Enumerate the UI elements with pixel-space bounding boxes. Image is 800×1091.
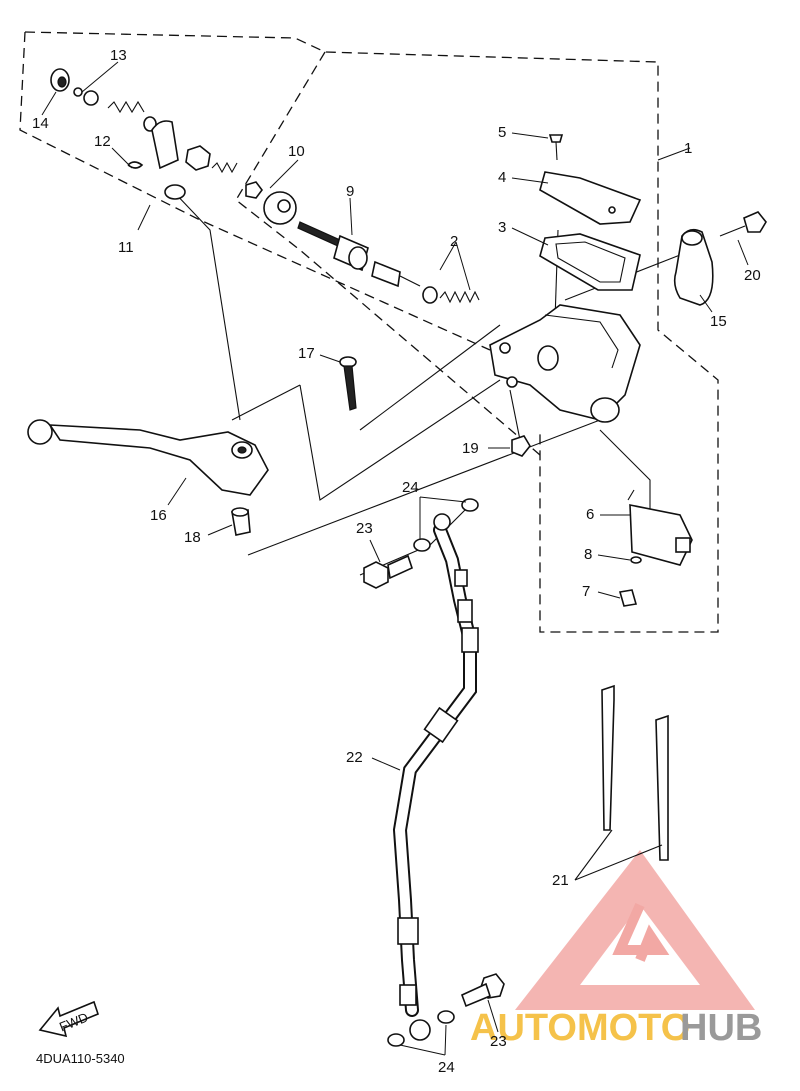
part-17-bolt — [339, 356, 357, 411]
part-24-washers — [387, 498, 479, 1047]
watermark-text-b: HUB — [680, 1007, 762, 1049]
part-19-nut — [511, 435, 531, 457]
fwd-arrow-icon: FWD — [38, 1000, 99, 1038]
fwd-label: FWD — [57, 1010, 90, 1035]
label-5: 5 — [498, 124, 506, 141]
label-23-upper: 23 — [356, 520, 373, 537]
label-13: 13 — [110, 47, 127, 64]
part-16-lever — [27, 419, 269, 496]
label-22: 22 — [346, 749, 363, 766]
part-labels: 1 2 3 4 5 6 7 8 9 10 11 12 13 14 15 16 1… — [32, 47, 761, 1076]
part-5-screw — [548, 134, 564, 161]
part-12-plunger — [127, 120, 186, 200]
label-14: 14 — [32, 115, 49, 132]
label-24-upper: 24 — [402, 479, 419, 496]
part-21-cable-ties — [574, 684, 669, 881]
label-10: 10 — [288, 143, 305, 160]
part-23-bolt-lower — [460, 973, 505, 1008]
part-15-holder — [673, 228, 714, 306]
label-15: 15 — [710, 313, 727, 330]
part-14-cap — [50, 68, 70, 92]
leader-lines — [171, 189, 681, 576]
label-3: 3 — [498, 219, 506, 236]
label-2: 2 — [450, 233, 458, 250]
part-20-bolt — [719, 211, 767, 237]
label-23-lower: 23 — [490, 1033, 507, 1050]
adjuster-nut — [185, 145, 238, 174]
label-leaders — [41, 61, 749, 1056]
label-16: 16 — [150, 507, 167, 524]
part-8-screw — [630, 556, 642, 564]
part-23-bolt-upper — [363, 554, 413, 589]
part-18-collar — [231, 507, 251, 536]
watermark-triangle-icon — [515, 850, 755, 1010]
master-cylinder-body — [489, 304, 641, 423]
label-18: 18 — [184, 529, 201, 546]
label-12: 12 — [94, 133, 111, 150]
part-4-cover — [539, 171, 642, 225]
part-13-clip — [73, 87, 99, 106]
label-8: 8 — [584, 546, 592, 563]
part-9-piston — [297, 221, 369, 272]
part-22-brake-hose — [392, 513, 479, 1041]
part-2-piston-kit — [371, 260, 480, 304]
watermark-logo: AUTOMOTO HUB — [470, 850, 762, 1049]
label-21: 21 — [552, 872, 569, 889]
spring-top-left — [107, 100, 157, 132]
assembly-outlines — [19, 31, 719, 633]
part-10-boot — [245, 181, 297, 225]
catalog-code: 4DUA110-5340 — [36, 1051, 125, 1066]
part-6-switch — [627, 489, 693, 566]
label-1: 1 — [684, 140, 692, 157]
label-19: 19 — [462, 440, 479, 457]
label-7: 7 — [582, 583, 590, 600]
label-17: 17 — [298, 345, 315, 362]
part-7-screw — [618, 589, 638, 607]
label-9: 9 — [346, 183, 354, 200]
part-3-diaphragm — [539, 233, 641, 291]
label-4: 4 — [498, 169, 506, 186]
label-11: 11 — [118, 239, 134, 256]
label-24-lower: 24 — [438, 1059, 455, 1076]
label-6: 6 — [586, 506, 594, 523]
label-20: 20 — [744, 267, 761, 284]
watermark-text-a: AUTOMOTO — [470, 1007, 690, 1049]
